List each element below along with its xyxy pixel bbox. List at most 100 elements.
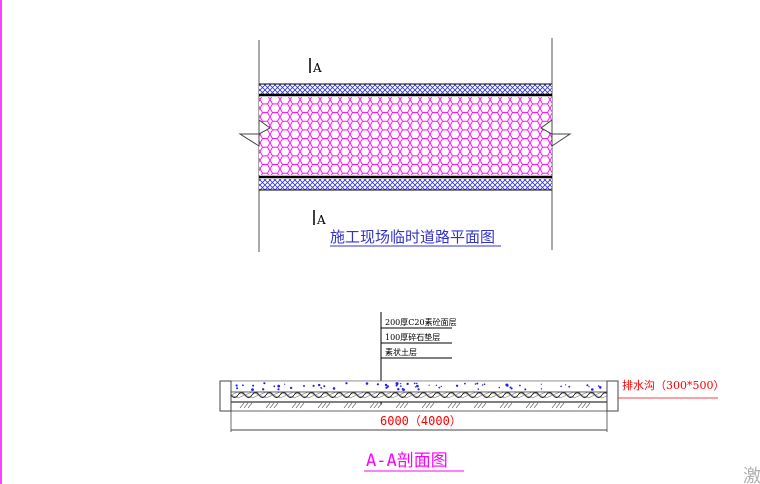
aggregate-dot [303, 384, 305, 387]
svg-text:100厚碎石垫层: 100厚碎石垫层 [385, 332, 440, 342]
svg-text:200厚C20素砼面层: 200厚C20素砼面层 [385, 317, 457, 327]
aggregate-dot [435, 384, 438, 386]
aggregate-dot [402, 388, 405, 392]
aggregate-dot [397, 388, 400, 391]
aggregate-dot [591, 388, 594, 391]
plan-break-left [238, 119, 271, 147]
soil-hatch [525, 402, 539, 409]
aggregate-dot [277, 388, 280, 391]
aggregate-dot [284, 383, 286, 385]
section-concrete-layer [230, 380, 608, 393]
aggregate-dot [506, 384, 509, 387]
aggregate-dot [262, 388, 265, 391]
aggregate-dot [428, 384, 430, 386]
soil-hatch [239, 402, 253, 409]
aggregate-dot [365, 382, 369, 385]
aggregate-dot [481, 384, 484, 386]
aggregate-dot [264, 382, 266, 385]
aggregate-dot [540, 383, 542, 385]
aggregate-dot [588, 386, 590, 388]
soil-hatch [343, 402, 357, 409]
aggregate-dot [524, 388, 527, 391]
aggregate-dot [586, 384, 589, 387]
aggregate-dot [273, 385, 276, 388]
soil-hatch [577, 402, 591, 409]
aggregate-dot [323, 385, 326, 388]
plan-view: A A 施工现场临时道路平面图 [238, 38, 572, 252]
aggregate-dot [400, 383, 402, 385]
soil-hatch [265, 402, 279, 409]
plan-bottom-curb [259, 179, 552, 190]
aggregate-dot [414, 386, 417, 388]
plan-break-right [540, 119, 572, 147]
soil-hatch [499, 402, 513, 409]
aggregate-dot [376, 383, 379, 386]
aggregate-dot [320, 387, 323, 389]
ditch-left [219, 380, 232, 412]
soil-hatch [473, 402, 487, 409]
aggregate-dot [252, 384, 255, 387]
aggregate-dot [476, 382, 479, 385]
aggregate-dot [416, 384, 419, 388]
soil-hatch [551, 402, 565, 409]
aggregate-dot [277, 384, 281, 388]
soil-hatch [369, 402, 383, 409]
aggregate-dot [242, 384, 244, 387]
aggregate-dot [417, 388, 420, 391]
plan-road-surface [259, 97, 552, 175]
watermark: 激 [743, 466, 760, 484]
aggregate-dot [464, 382, 466, 385]
aggregate-dot [406, 382, 409, 386]
soil-hatch [421, 402, 435, 409]
width-dimension-label: 6000（4000） [380, 414, 462, 428]
aggregate-dot [540, 388, 543, 390]
plan-title: 施工现场临时道路平面图 [330, 228, 495, 246]
ditch-right [606, 380, 619, 412]
aggregate-dot [332, 387, 336, 390]
aggregate-dot [395, 384, 398, 387]
aggregate-dot [438, 386, 441, 389]
section-view: 200厚C20素砼面层 100厚碎石垫层 素状土层 排水沟（300*500） 6… [219, 312, 725, 472]
aggregate-dot [599, 386, 602, 389]
soil-hatch [291, 402, 305, 409]
aggregate-dot [560, 385, 562, 388]
aggregate-dot [597, 385, 600, 387]
aggregate-dot [474, 383, 477, 385]
section-mark-bottom: A [316, 213, 326, 227]
aggregate-dot [565, 384, 567, 386]
soil-hatch [395, 402, 409, 409]
aggregate-dot [483, 383, 486, 386]
soil-hatch [317, 402, 331, 409]
aggregate-dot [318, 383, 321, 387]
aggregate-dot [498, 386, 501, 389]
section-title: A-A剖面图 [366, 451, 448, 471]
concrete-aggregate-dots [235, 382, 602, 392]
layer-callout-2: 100厚碎石垫层 [381, 332, 452, 344]
aggregate-dot [345, 382, 348, 385]
aggregate-dot [235, 384, 238, 387]
aggregate-dot [416, 382, 418, 385]
aggregate-dot [386, 385, 389, 388]
layer-callout-1: 200厚C20素砼面层 [381, 317, 457, 329]
aggregate-dot [519, 384, 521, 387]
soil-hatch [447, 402, 461, 409]
aggregate-dot [236, 387, 239, 390]
section-gravel-layer [230, 391, 608, 403]
section-mark-top: A [312, 61, 322, 75]
ditch-label: 排水沟（300*500） [622, 378, 725, 392]
aggregate-dot [510, 387, 513, 390]
aggregate-dot [568, 385, 571, 388]
aggregate-dot [395, 382, 399, 385]
aggregate-dot [251, 388, 254, 391]
aggregate-dot [455, 384, 459, 387]
aggregate-dot [477, 388, 480, 390]
plan-top-curb [259, 84, 552, 94]
aggregate-dot [413, 382, 416, 385]
layer-callout-3: 素状土层 [381, 347, 452, 359]
aggregate-dot [312, 384, 315, 387]
soil-hatch-marks [239, 402, 591, 409]
aggregate-dot [289, 386, 293, 390]
aggregate-dot [384, 383, 388, 387]
svg-text:素状土层: 素状土层 [385, 347, 417, 357]
